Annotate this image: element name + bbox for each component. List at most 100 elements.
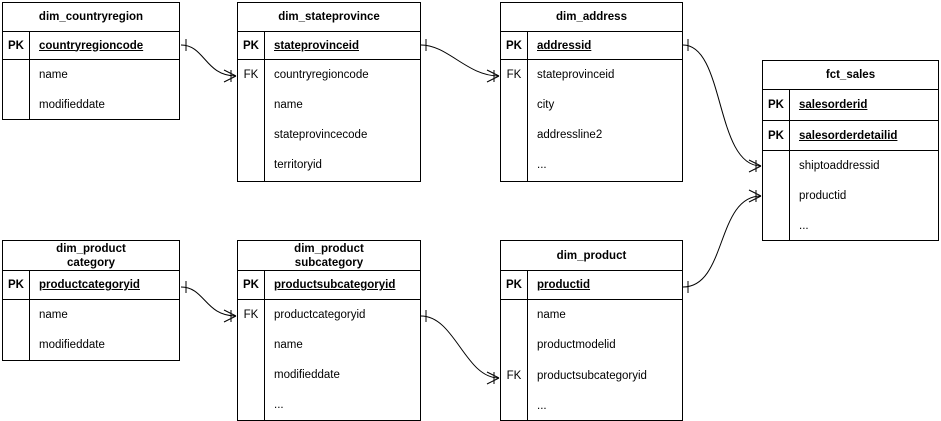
field-name: productid — [799, 190, 847, 202]
entity-title-dim-stateprovince: dim_stateprovince — [238, 3, 420, 32]
field-name: addressline2 — [537, 129, 603, 141]
field-marker — [3, 60, 29, 90]
field-name: city — [537, 99, 555, 111]
body-key-column — [3, 60, 29, 120]
entity-key-row[interactable]: PK productcategoryid — [3, 271, 179, 300]
relationship-product-fctsales-productid — [682, 189, 762, 293]
entity-dim-stateprovince[interactable]: dim_stateprovince PK stateprovinceid FK … — [237, 2, 421, 182]
key-field-wrap: salesorderid — [790, 90, 938, 120]
field-marker — [238, 120, 264, 150]
body-key-column: FK — [501, 300, 527, 420]
column-divider — [264, 271, 265, 299]
entity-title-line: dim_stateprovince — [278, 11, 380, 23]
entity-title-line: dim_countryregion — [38, 11, 144, 23]
entity-dim-address[interactable]: dim_address PK addressid FK stateprovinc… — [500, 2, 683, 182]
field-name: name — [274, 339, 303, 351]
field-name: countryregioncode — [274, 69, 369, 81]
field-marker — [501, 300, 527, 330]
entity-body: FK countryregioncode name stateprovincec… — [238, 60, 420, 181]
field-name: productsubcategoryid — [274, 279, 396, 291]
entity-key-row[interactable]: PK addressid — [501, 32, 682, 60]
entity-key-row[interactable]: PK productid — [501, 271, 682, 300]
key-field-wrap: countryregioncode — [30, 32, 179, 59]
entity-title-line: dim_address — [556, 11, 627, 23]
column-divider — [264, 300, 265, 420]
column-divider — [789, 151, 790, 240]
column-divider — [29, 60, 30, 120]
key-field-wrap: productsubcategoryid — [265, 271, 420, 299]
field-marker — [3, 90, 29, 120]
entity-dim-productsubcategory[interactable]: dim_product subcategory PK productsubcat… — [237, 240, 421, 421]
entity-title-dim-productcategory: dim_product category — [3, 241, 179, 271]
body-field-column: productcategoryid name modifieddate ... — [265, 300, 420, 420]
entity-key-row[interactable]: PK stateprovinceid — [238, 32, 420, 60]
field-marker — [238, 90, 264, 120]
field-name: stateprovinceid — [274, 39, 359, 52]
field-name: name — [39, 69, 68, 81]
entity-body: name modifieddate — [3, 60, 179, 120]
key-field-wrap: salesorderdetailid — [790, 121, 938, 150]
body-field-column: stateprovinceid city addressline2 ... — [528, 60, 682, 181]
field-name: modifieddate — [39, 99, 105, 111]
relationship-productcategory-productsubcategory — [180, 281, 237, 323]
body-field-column: shiptoaddressid productid ... — [790, 151, 938, 240]
field-name: stateprovincecode — [274, 129, 368, 141]
field-name: modifieddate — [39, 339, 105, 351]
relationship-productsubcategory-product — [420, 310, 500, 385]
field-name: ... — [537, 400, 547, 412]
entity-title-line: fct_sales — [825, 69, 876, 81]
entity-dim-countryregion[interactable]: dim_countryregion PK countryregioncode n… — [2, 2, 180, 120]
key-marker-pk: PK — [8, 39, 24, 52]
body-field-column: name modifieddate — [30, 60, 179, 120]
field-marker — [3, 300, 29, 330]
entity-body: FK stateprovinceid city addressline2 ... — [501, 60, 682, 181]
column-divider — [527, 60, 528, 181]
entity-key-row[interactable]: PK countryregioncode — [3, 32, 179, 60]
field-marker — [763, 181, 789, 211]
entity-title-line: dim_product — [294, 242, 364, 255]
body-key-column — [3, 300, 29, 360]
entity-title-line: dim_product — [556, 249, 627, 262]
field-name: territoryid — [274, 159, 322, 171]
field-name: stateprovinceid — [537, 69, 615, 81]
field-marker-fk: FK — [506, 370, 522, 382]
field-name: addressid — [537, 39, 592, 52]
key-field-wrap: stateprovinceid — [265, 32, 420, 59]
entity-key-row[interactable]: PK productsubcategoryid — [238, 271, 420, 300]
field-marker — [238, 360, 264, 390]
key-marker-pk: PK — [768, 129, 784, 142]
key-field-wrap: productcategoryid — [30, 271, 179, 299]
field-name: name — [274, 99, 303, 111]
entity-dim-productcategory[interactable]: dim_product category PK productcategoryi… — [2, 240, 180, 361]
relationship-stateprovince-address — [420, 39, 500, 83]
field-marker-fk: FK — [243, 309, 259, 321]
field-marker — [501, 330, 527, 360]
field-marker-fk: FK — [506, 69, 522, 81]
entity-title-dim-countryregion: dim_countryregion — [3, 3, 179, 32]
field-name: ... — [799, 219, 809, 232]
key-marker-pk: PK — [768, 99, 784, 111]
entity-title-line: dim_product — [56, 242, 126, 255]
field-marker — [238, 150, 264, 180]
entity-key-row[interactable]: PK salesorderdetailid — [763, 121, 938, 151]
entity-key-row[interactable]: PK salesorderid — [763, 90, 938, 121]
body-key-column: FK — [238, 300, 264, 420]
body-key-column: FK — [501, 60, 527, 181]
entity-body: shiptoaddressid productid ... — [763, 151, 938, 240]
column-divider — [527, 271, 528, 299]
entity-fct-sales[interactable]: fct_sales PK salesorderid PK salesorderd… — [762, 60, 939, 241]
entity-dim-product[interactable]: dim_product PK productid FK name product… — [500, 240, 683, 421]
field-name: ... — [274, 399, 284, 411]
column-divider — [527, 300, 528, 420]
column-divider — [264, 32, 265, 59]
entity-body: FK productcategoryid name modifieddate .… — [238, 300, 420, 420]
field-marker-fk: FK — [243, 69, 259, 81]
key-marker-pk: PK — [243, 279, 259, 291]
body-key-column — [763, 151, 789, 240]
body-field-column: countryregioncode name stateprovincecode… — [265, 60, 420, 181]
key-field-wrap: productid — [528, 271, 682, 299]
body-field-column: name modifieddate — [30, 300, 179, 360]
field-name: productmodelid — [537, 339, 616, 351]
field-name: productcategoryid — [39, 279, 140, 291]
field-name: salesorderdetailid — [799, 129, 898, 142]
